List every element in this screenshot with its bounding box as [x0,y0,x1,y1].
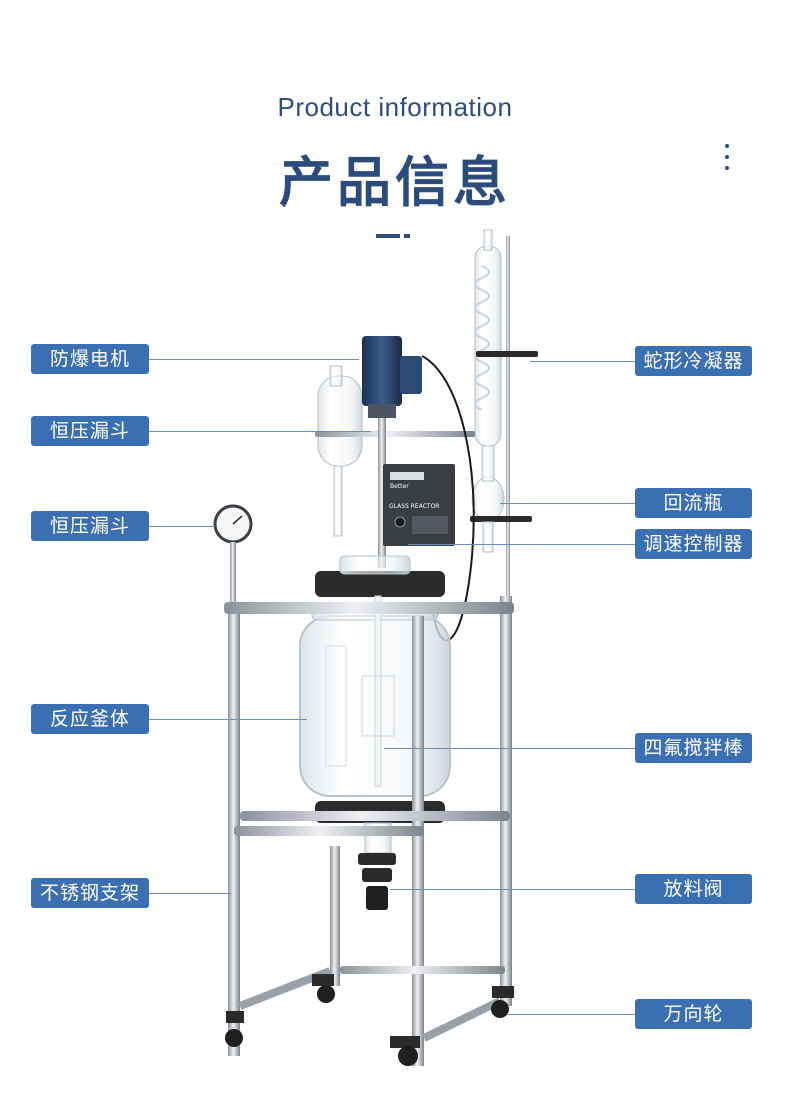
leader-line [149,359,359,360]
stainless-steel-frame [224,596,514,1066]
callout-ptfe-stirring-rod: 四氟搅拌棒 [635,733,752,763]
callout-reflux-bottle: 回流瓶 [635,488,752,518]
callout-stainless-steel-frame: 不锈钢支架 [31,878,149,908]
serpentine-condenser [474,229,538,447]
leader-line [149,431,371,432]
callout-constant-pressure-funnel-1: 恒压漏斗 [31,416,149,446]
leader-line [149,719,307,720]
support-rod [506,236,510,606]
speed-controller: Better GLASS REACTOR [383,464,455,546]
constant-pressure-funnel [315,365,475,537]
callout-speed-controller: 调速控制器 [635,529,752,559]
callout-constant-pressure-funnel-2: 恒压漏斗 [31,511,149,541]
callout-universal-caster: 万向轮 [635,999,752,1029]
title-accent-dot [404,234,410,238]
page-header: Product information 产品信息 [0,0,790,250]
controller-brand: Better [390,483,409,490]
more-options-icon[interactable] [720,144,734,172]
reactor-lid [315,571,445,597]
leader-line [149,526,215,527]
glass-reactor-image: Better GLASS REACTOR [213,229,538,1066]
page-subtitle: Product information [277,92,513,122]
page-title: 产品信息 [279,151,511,214]
leader-line [508,1014,635,1015]
leader-line [390,889,635,890]
callout-reactor-vessel: 反应釜体 [31,704,149,734]
leader-line [149,893,231,894]
leader-line [500,503,635,504]
universal-casters [225,974,514,1066]
callout-explosion-proof-motor: 防爆电机 [31,344,149,374]
leader-line [408,544,635,545]
reflux-bottle [470,445,532,553]
leader-line [530,361,635,362]
controller-model: GLASS REACTOR [389,503,439,510]
explosion-proof-motor [362,336,422,568]
callout-serpentine-condenser: 蛇形冷凝器 [635,346,752,376]
callout-discharge-valve: 放料阀 [635,874,752,904]
leader-line [384,748,635,749]
pressure-gauge [213,504,253,602]
title-accent-bar [376,234,400,238]
